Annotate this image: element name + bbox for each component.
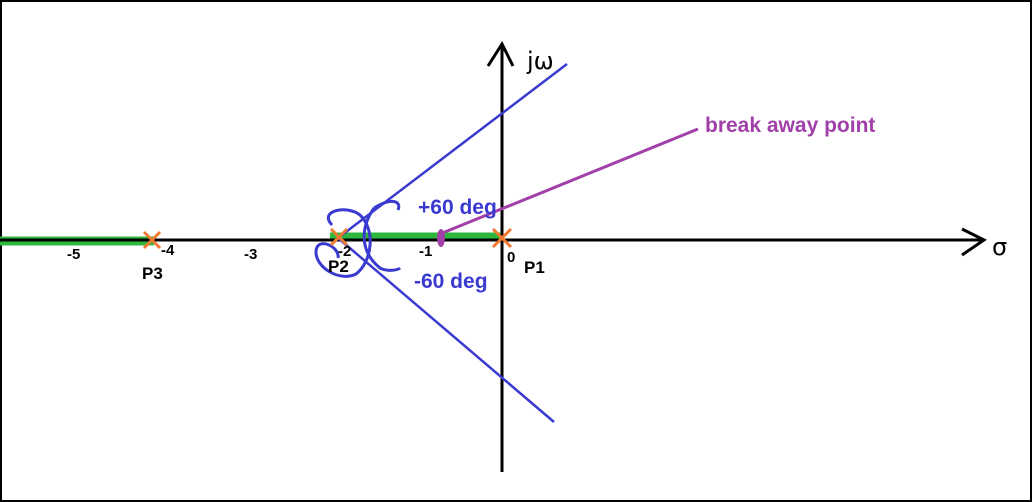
breakaway-point-marker bbox=[437, 229, 445, 247]
jomega-axis-label: jω bbox=[526, 47, 554, 75]
pole-p3-marker bbox=[142, 230, 162, 250]
angle-marker-loop bbox=[314, 208, 372, 278]
tick-label-zero: 0 bbox=[507, 249, 515, 266]
asymptote-upper bbox=[337, 63, 568, 239]
lower-asymptote-angle-label: -60 deg bbox=[414, 270, 488, 293]
breakaway-pointer-line bbox=[439, 127, 699, 236]
upper-asymptote-angle-label: +60 deg bbox=[418, 196, 497, 219]
breakaway-label: break away point bbox=[705, 114, 875, 137]
tick-label-minus-1: -1 bbox=[419, 243, 432, 260]
pole-p1-marker bbox=[491, 227, 513, 249]
asymptote-lower bbox=[337, 237, 555, 423]
pole-p2-marker bbox=[329, 227, 349, 247]
pole-p3-label: P3 bbox=[142, 264, 163, 283]
sigma-axis-label: σ bbox=[992, 233, 1007, 261]
angle-marker-arc bbox=[362, 200, 402, 272]
tick-label-minus-2: -2 bbox=[338, 243, 351, 260]
pole-p1-label: P1 bbox=[524, 258, 545, 277]
pole-p2-label: P2 bbox=[328, 257, 349, 276]
tick-label-minus-4: -4 bbox=[161, 242, 175, 259]
jomega-axis-arrowhead bbox=[486, 40, 515, 67]
tick-label-minus-3: -3 bbox=[244, 246, 257, 263]
tick-label-minus-5: -5 bbox=[67, 246, 80, 263]
sigma-axis-arrowhead bbox=[961, 227, 987, 257]
